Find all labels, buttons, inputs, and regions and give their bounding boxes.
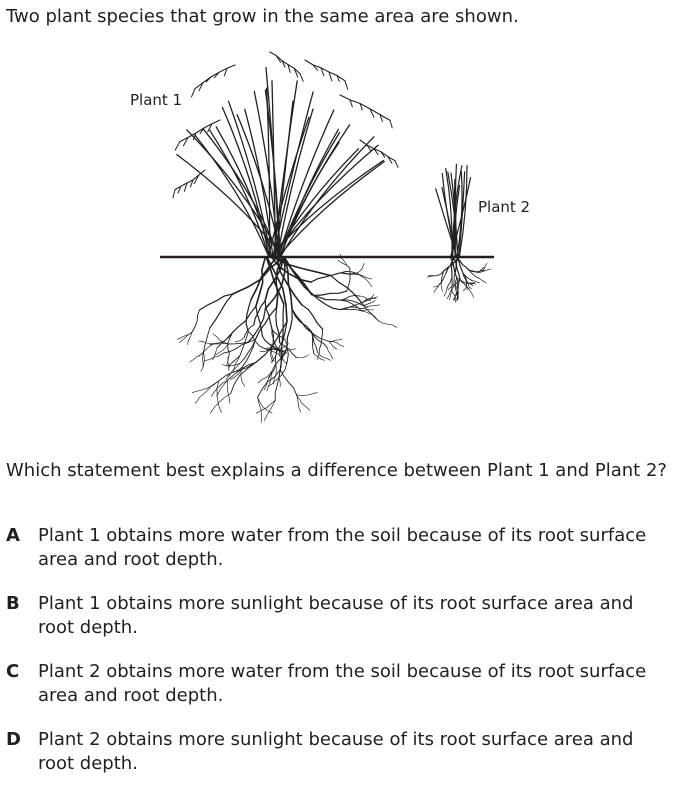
choice-letter: B bbox=[6, 593, 20, 614]
choice-letter: C bbox=[6, 661, 20, 682]
choice-c[interactable]: C Plant 2 obtains more water from the so… bbox=[6, 660, 668, 708]
plant-1-roots bbox=[176, 253, 398, 423]
plant-2-label: Plant 2 bbox=[478, 198, 530, 216]
choice-text: Plant 1 obtains more sunlight because of… bbox=[38, 593, 634, 638]
choice-letter: D bbox=[6, 729, 21, 750]
question-text: Which statement best explains a differen… bbox=[6, 460, 667, 481]
choice-text: Plant 1 obtains more water from the soil… bbox=[38, 525, 647, 570]
intro-text: Two plant species that grow in the same … bbox=[6, 6, 519, 27]
plant-2-roots bbox=[427, 257, 492, 303]
choice-b[interactable]: B Plant 1 obtains more sunlight because … bbox=[6, 592, 668, 640]
answer-choices: A Plant 1 obtains more water from the so… bbox=[6, 524, 668, 776]
choice-text: Plant 2 obtains more water from the soil… bbox=[38, 661, 647, 706]
choice-d[interactable]: D Plant 2 obtains more sunlight because … bbox=[6, 728, 668, 776]
choice-a[interactable]: A Plant 1 obtains more water from the so… bbox=[6, 524, 668, 572]
plant-illustration: Plant 1 Plant 2 bbox=[110, 40, 570, 440]
choice-letter: A bbox=[6, 525, 20, 546]
plant-1-label: Plant 1 bbox=[130, 91, 182, 109]
plant-2-shoots bbox=[435, 163, 472, 257]
choice-text: Plant 2 obtains more sunlight because of… bbox=[38, 729, 634, 774]
plant-1-shoots bbox=[172, 51, 399, 257]
